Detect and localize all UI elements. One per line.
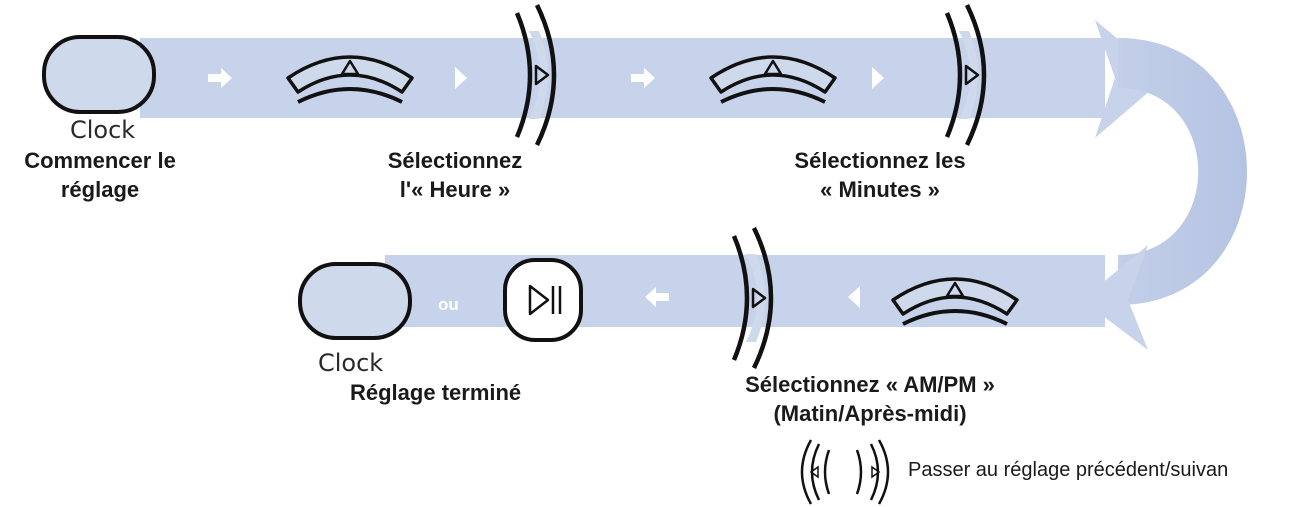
start-step-label-line2: réglage (60, 177, 140, 202)
white-arrow-icon (631, 68, 655, 88)
up-button-icon (891, 277, 1019, 326)
hour-step-label-line1: Sélectionnez (387, 148, 523, 173)
start-clock-display: Clock (70, 116, 136, 144)
or-text: ou (438, 295, 459, 314)
minutes-step-label: Sélectionnez les « Minutes » (760, 146, 1000, 204)
ampm-step-label-line2: (Matin/Après-midi) (773, 401, 967, 426)
next-button-icon (731, 227, 774, 369)
legend-text: Passer au réglage précédent/suivan (908, 459, 1229, 481)
hour-step-label: Sélectionnez l'« Heure » (340, 146, 570, 204)
prev-next-bracket-buttons-icon (800, 439, 890, 505)
white-chevron-icon (848, 286, 860, 308)
start-button-icon (42, 35, 156, 114)
play-skip-button-icon (503, 258, 583, 342)
end-button-icon (298, 262, 412, 340)
end-clock-display: Clock (318, 349, 384, 377)
white-arrow-icon (208, 68, 232, 88)
up-button-icon (709, 55, 837, 104)
minutes-step-label-line1: Sélectionnez les (794, 148, 966, 173)
ampm-step-label: Sélectionnez « AM/PM » (Matin/Après-midi… (700, 370, 1040, 428)
start-step-label-line1: Commencer le (24, 148, 176, 173)
end-step-label: Réglage terminé (350, 380, 522, 405)
white-chevron-icon (455, 67, 467, 89)
white-chevron-icon (872, 67, 884, 89)
next-button-icon (514, 4, 557, 146)
bottom-band-arrowhead (1082, 245, 1148, 350)
u-turn-band (1118, 38, 1247, 305)
white-arrow-icon (645, 287, 669, 307)
minutes-step-label-line2: « Minutes » (820, 177, 940, 202)
start-step-label: Commencer le réglage (20, 146, 180, 204)
next-button-icon (944, 4, 987, 146)
ampm-step-label-line1: Sélectionnez « AM/PM » (745, 372, 995, 397)
flow-arrows (208, 67, 884, 308)
hour-step-label-line2: l'« Heure » (399, 177, 511, 202)
up-button-icon (286, 55, 414, 104)
